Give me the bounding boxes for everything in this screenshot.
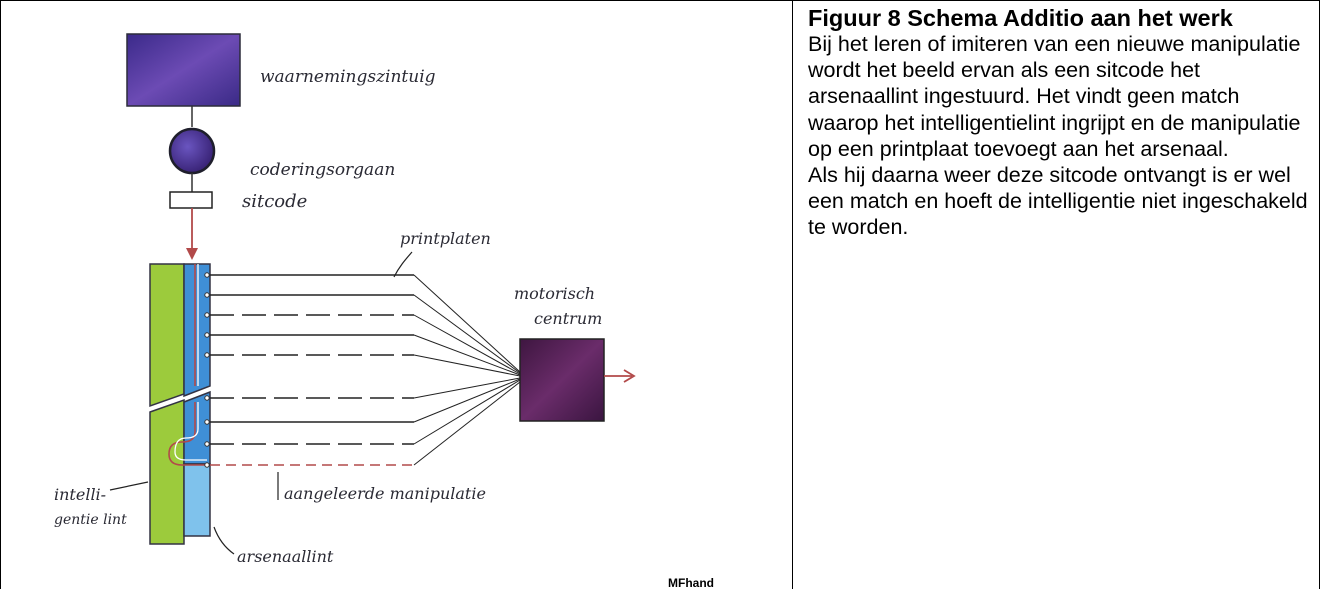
printplate-lines — [210, 274, 414, 445]
table-border-middle — [792, 0, 793, 589]
table-border-left — [0, 0, 1, 589]
motor-center-label-2: centrum — [534, 309, 602, 328]
diagram-figure: waarnemingszintuig coderingsorgaan sitco… — [2, 2, 790, 589]
signal-path-highlight — [174, 264, 207, 461]
arsenal-label: arsenaallint — [237, 547, 334, 566]
table-border-top — [0, 0, 1320, 1]
credit-label: MFhand — [668, 576, 714, 589]
sitcode-box — [169, 191, 213, 209]
coding-organ-circle — [168, 127, 216, 175]
motor-center-label-1: motorisch — [514, 284, 595, 303]
intelligence-strip — [149, 263, 185, 545]
fan-in-lines — [413, 274, 521, 466]
intelligence-pointer — [109, 481, 149, 491]
diagram-svg: waarnemingszintuig coderingsorgaan sitco… — [54, 33, 636, 566]
intelligence-label-1: intelli- — [54, 485, 106, 504]
arsenal-pointer — [213, 526, 235, 555]
caption-paragraph-1: Bij het leren of imiteren van een nieuwe… — [808, 32, 1301, 161]
output-arrowhead — [623, 369, 636, 383]
motor-center-box — [519, 338, 605, 422]
sitcode-label: sitcode — [242, 191, 307, 212]
printplates-label: printplaten — [400, 229, 491, 248]
caption-paragraph-2: Als hij daarna weer deze sitcode ontvang… — [808, 163, 1308, 240]
sense-organ-box — [126, 33, 241, 107]
sitcode-arrowhead — [186, 248, 198, 260]
signal-path — [168, 264, 207, 466]
caption-panel: Figuur 8 Schema Additio aan het werk Bij… — [808, 6, 1313, 241]
coding-organ-label: coderingsorgaan — [250, 160, 395, 180]
learned-manipulation-label: aangeleerde manipulatie — [284, 484, 486, 503]
arsenal-strip — [183, 263, 211, 537]
printplate-contacts — [204, 272, 210, 468]
intelligence-label-2: gentie lint — [54, 512, 127, 528]
printplates-pointer — [393, 251, 413, 278]
sense-organ-label: waarnemingszintuig — [260, 67, 436, 87]
caption-title: Figuur 8 Schema Additio aan het werk — [808, 5, 1233, 31]
